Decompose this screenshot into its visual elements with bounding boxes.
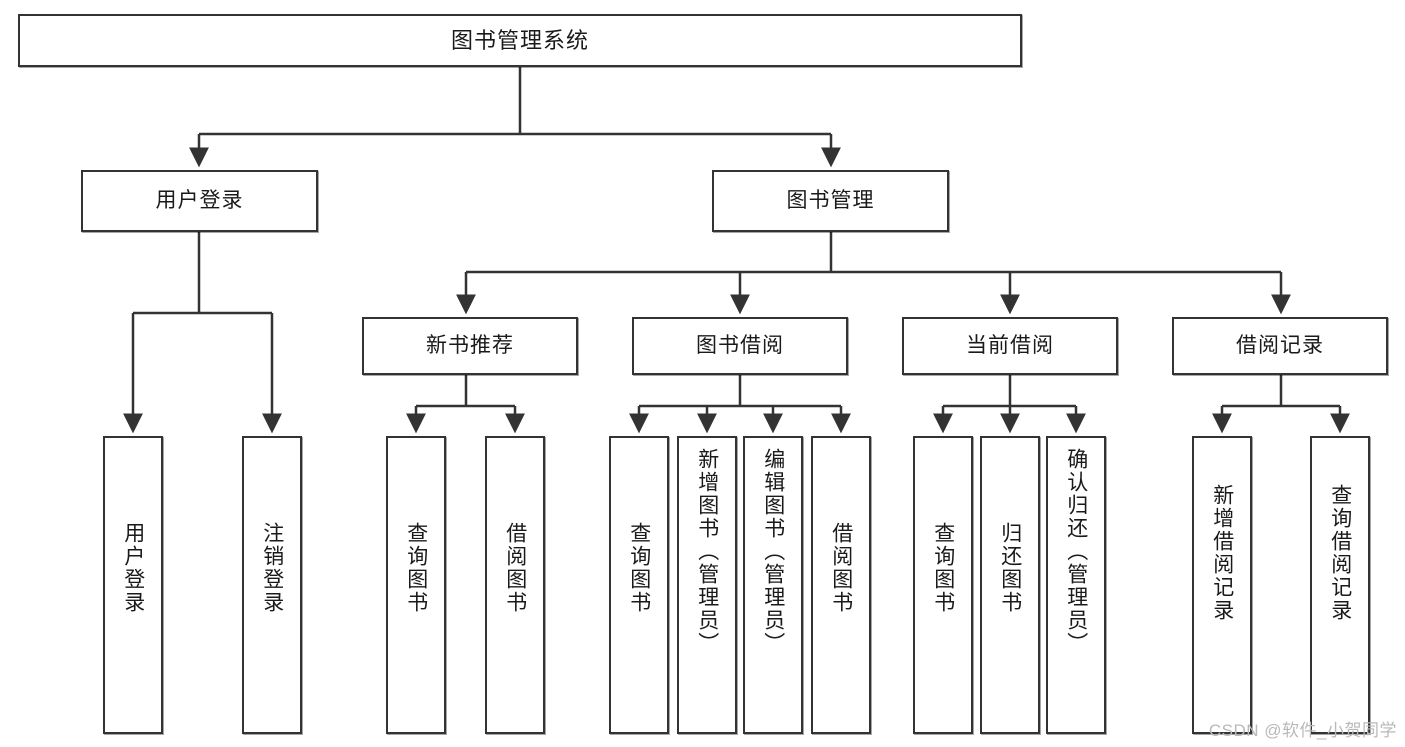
leaf-edit-book-admin[interactable]: 编辑图书（管理员）	[743, 436, 803, 734]
leaf-query-book-borrow[interactable]: 查询图书	[609, 436, 669, 734]
leaf-query-borrow-record[interactable]: 查询借阅记录	[1310, 436, 1370, 734]
node-label: 新书推荐	[426, 333, 514, 357]
node-label: 当前借阅	[966, 333, 1054, 357]
node-label: 新增借阅记录	[1210, 484, 1234, 622]
leaf-query-book-current[interactable]: 查询图书	[913, 436, 973, 734]
leaf-return-book[interactable]: 归还图书	[980, 436, 1040, 734]
node-user-login[interactable]: 用户登录	[81, 170, 318, 232]
watermark-text: CSDN @软件_小贺同学	[1208, 721, 1397, 740]
node-label: 借阅图书	[503, 522, 527, 614]
leaf-query-book-recommend[interactable]: 查询图书	[386, 436, 446, 734]
node-current-borrow[interactable]: 当前借阅	[902, 317, 1118, 375]
leaf-logout-login[interactable]: 注销登录	[242, 436, 302, 734]
node-label: 归还图书	[998, 522, 1022, 614]
node-borrow-record[interactable]: 借阅记录	[1172, 317, 1388, 375]
node-label: 注销登录	[260, 522, 284, 614]
node-label: 查询图书	[627, 522, 651, 614]
leaf-add-borrow-record[interactable]: 新增借阅记录	[1192, 436, 1252, 734]
node-label: 确认归还（管理员）	[1064, 448, 1088, 655]
node-label: 借阅记录	[1236, 333, 1324, 357]
leaf-confirm-return-admin[interactable]: 确认归还（管理员）	[1046, 436, 1106, 734]
leaf-add-book-admin[interactable]: 新增图书（管理员）	[677, 436, 737, 734]
leaf-borrow-book-recommend[interactable]: 借阅图书	[485, 436, 545, 734]
node-label: 图书管理系统	[450, 27, 589, 53]
node-new-book-recommend[interactable]: 新书推荐	[362, 317, 578, 375]
node-label: 用户登录	[155, 188, 244, 212]
node-label: 用户登录	[121, 522, 145, 614]
node-label: 查询图书	[404, 522, 428, 614]
node-label: 编辑图书（管理员）	[761, 448, 785, 655]
node-label: 新增图书（管理员）	[695, 448, 719, 655]
node-book-manage[interactable]: 图书管理	[712, 170, 949, 232]
node-label: 查询借阅记录	[1328, 484, 1352, 622]
node-root-system[interactable]: 图书管理系统	[18, 14, 1022, 67]
node-label: 借阅图书	[829, 522, 853, 614]
node-label: 查询图书	[931, 522, 955, 614]
node-label: 图书借阅	[696, 333, 784, 357]
leaf-borrow-book-borrow[interactable]: 借阅图书	[811, 436, 871, 734]
node-book-borrow[interactable]: 图书借阅	[632, 317, 848, 375]
node-label: 图书管理	[786, 188, 875, 212]
leaf-user-login[interactable]: 用户登录	[103, 436, 163, 734]
